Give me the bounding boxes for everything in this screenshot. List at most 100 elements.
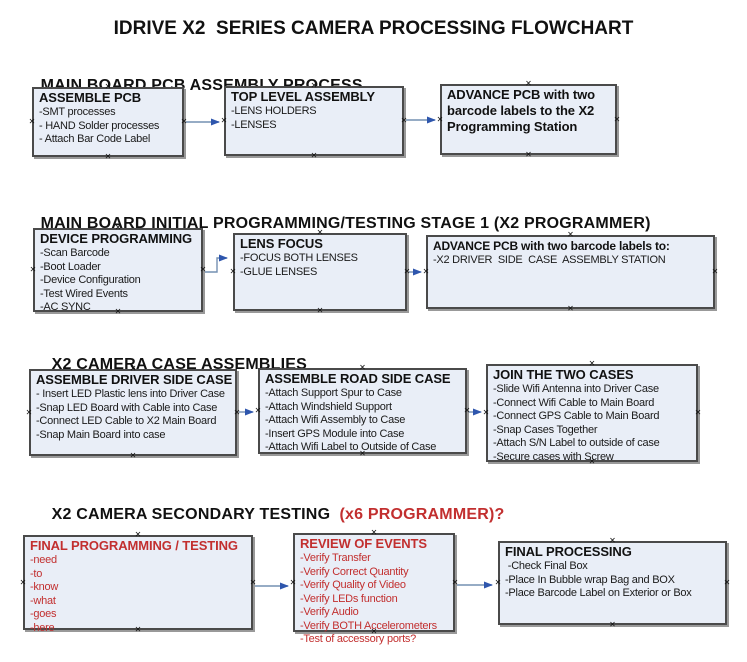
box-item: -GLUE LENSES <box>240 265 318 278</box>
box-lens-focus: LENS FOCUS -FOCUS BOTH LENSES -GLUE LENS… <box>229 229 411 315</box>
box-item: - HAND Solder processes <box>39 119 160 132</box>
box-item: -goes <box>30 608 57 620</box>
connection-handle-icon: ✕ <box>220 116 228 125</box>
connection-handle-icon: ✕ <box>316 306 324 315</box>
box-assemble-road-side-case: ASSEMBLE ROAD SIDE CASE -Attach Support … <box>254 364 471 458</box>
connection-handle-icon: ✕ <box>400 116 408 125</box>
box-title: LENS FOCUS <box>240 236 323 251</box>
box-item: -Verify Quality of Video <box>300 579 406 591</box>
connection-handle-icon: ✕ <box>289 577 297 587</box>
connection-handle-icon: ✕ <box>104 152 112 161</box>
section-heading-initial-programming: MAIN BOARD INITIAL PROGRAMMING/TESTING S… <box>40 215 651 232</box>
connection-handle-icon: ✕ <box>482 408 490 417</box>
box-item: - Attach Bar Code Label <box>39 133 151 145</box>
box-item: -Place Barcode Label on Exterior or Box <box>505 587 692 599</box>
box-item: -LENSES <box>231 118 277 131</box>
section-heading-secondary-testing: X2 CAMERA SECONDARY TESTING (x6 PROGRAMM… <box>51 506 505 523</box>
box-item: -Scan Barcode <box>40 247 110 259</box>
box-item: -Attach Support Spur to Case <box>265 387 402 399</box>
connection-handle-icon: ✕ <box>25 407 33 417</box>
box-review-of-events: REVIEW OF EVENTS -Verify Transfer -Verif… <box>289 529 459 646</box>
box-title: TOP LEVEL ASSEMBLY <box>231 89 375 104</box>
connection-handle-icon: ✕ <box>254 406 262 415</box>
box-item: -Attach Wifi Label to Outside of Case <box>265 441 437 453</box>
connection-handle-icon: ✕ <box>723 578 731 587</box>
box-item: -FOCUS BOTH LENSES <box>240 252 358 264</box>
connection-handle-icon: ✕ <box>229 267 237 276</box>
box-item: -Snap Main Board into case <box>36 428 166 441</box>
box-item: -LENS HOLDERS <box>231 105 317 117</box>
box-title: ASSEMBLE PCB <box>39 90 142 105</box>
connection-handle-icon: ✕ <box>129 451 137 460</box>
connection-handle-icon: ✕ <box>233 407 241 417</box>
box-title: ADVANCE PCB with two barcode labels to: <box>433 239 670 253</box>
box-item: -Test of accessory ports? <box>300 633 417 645</box>
heading-red-suffix: (x6 PROGRAMMER)? <box>330 506 505 523</box>
box-item: -Device Configuration <box>40 274 141 286</box>
box-final-processing: FINAL PROCESSING -Check Final Box -Place… <box>494 537 731 629</box>
connection-handle-icon: ✕ <box>310 151 318 160</box>
connection-handle-icon: ✕ <box>422 267 430 276</box>
box-item: -Verify Audio <box>300 606 359 618</box>
box-item: -X2 DRIVER SIDE CASE ASSEMBLY STATION <box>433 254 666 266</box>
box-item: -Snap LED Board with Cable into Case <box>36 401 218 414</box>
box-item: -what <box>30 594 56 607</box>
box-item: -AC SYNC <box>40 301 91 313</box>
box-advance-to-driver-side-station: ADVANCE PCB with two barcode labels to: … <box>422 231 719 313</box>
box-title: JOIN THE TWO CASES <box>493 367 634 382</box>
connection-handle-icon: ✕ <box>403 267 411 276</box>
connection-handle-icon: ✕ <box>180 117 188 126</box>
box-item: -know <box>30 581 59 593</box>
box-item: -Verify BOTH Accelerometers <box>300 619 437 632</box>
box-item: -Connect LED Cable to X2 Main Board <box>36 415 217 427</box>
connection-handle-icon: ✕ <box>694 408 702 417</box>
box-item: -Boot Loader <box>40 260 101 273</box>
connection-handle-icon: ✕ <box>451 577 459 587</box>
connection-handle-icon: ✕ <box>463 406 471 415</box>
connection-handle-icon: ✕ <box>525 150 532 159</box>
box-item: -Test Wired Events <box>40 287 128 300</box>
box-title: REVIEW OF EVENTS <box>300 536 427 551</box>
box-title: FINAL PROGRAMMING / TESTING <box>30 538 238 553</box>
box-device-programming: DEVICE PROGRAMMING -Scan Barcode -Boot L… <box>29 224 207 316</box>
box-advance-to-programming-station: ADVANCE PCB with two barcode labels to t… <box>436 80 621 159</box>
box-item: -Check Final Box <box>505 560 588 572</box>
box-item: -Place In Bubble wrap Bag and BOX <box>505 573 675 586</box>
connection-handle-icon: ✕ <box>567 304 574 313</box>
box-assemble-driver-side-case: ASSEMBLE DRIVER SIDE CASE - Insert LED P… <box>25 365 241 460</box>
box-final-programming-testing: FINAL PROGRAMMING / TESTING -need -to -k… <box>20 531 257 634</box>
box-item: -Verify Transfer <box>300 552 371 564</box>
box-item: -Connect Wifi Cable to Main Board <box>493 396 655 409</box>
box-item: -to <box>30 567 43 580</box>
connection-handle-icon: ✕ <box>199 265 207 274</box>
box-title: ASSEMBLE ROAD SIDE CASE <box>265 371 451 386</box>
connection-handle-icon: ✕ <box>249 577 257 587</box>
box-item: - Insert LED Plastic lens into Driver Ca… <box>36 388 225 400</box>
box-item: -Verify LEDs function <box>300 592 398 605</box>
connection-handle-icon: ✕ <box>609 620 616 629</box>
connection-handle-icon: ✕ <box>613 114 621 124</box>
arrow-device-programming-to-lens-focus <box>205 254 228 273</box>
box-top-level-assembly: TOP LEVEL ASSEMBLY -LENS HOLDERS -LENSES… <box>220 82 408 160</box>
box-title: ADVANCE PCB with two barcode labels to t… <box>447 87 595 134</box>
connection-handle-icon: ✕ <box>494 578 502 587</box>
box-title: FINAL PROCESSING <box>505 544 632 559</box>
box-assemble-pcb: ASSEMBLE PCB -SMT processes - HAND Solde… <box>28 83 188 161</box>
box-item: -here <box>30 621 55 634</box>
box-item: -Snap Cases Together <box>493 423 598 436</box>
box-item: -Attach Wifi Assembly to Case <box>265 414 406 426</box>
box-join-the-two-cases: JOIN THE TWO CASES -Slide Wifi Antenna i… <box>482 360 702 466</box>
connection-handle-icon: ✕ <box>711 267 719 276</box>
box-item: -Connect GPS Cable to Main Board <box>493 410 660 422</box>
box-item: -Insert GPS Module into Case <box>265 427 405 440</box>
page-title: IDRIVE X2 SERIES CAMERA PROCESSING FLOWC… <box>113 18 634 39</box>
box-item: -need <box>30 554 57 566</box>
box-item: -Secure cases with Screw <box>493 450 614 463</box>
connection-handle-icon: ✕ <box>436 114 444 124</box>
box-item: -Slide Wifi Antenna into Driver Case <box>493 383 659 395</box>
connection-handle-icon: ✕ <box>29 265 37 274</box>
box-item: -Attach Windshield Support <box>265 400 392 413</box>
connection-handle-icon: ✕ <box>28 117 36 126</box>
box-item: -Attach S/N Label to outside of case <box>493 437 660 449</box>
